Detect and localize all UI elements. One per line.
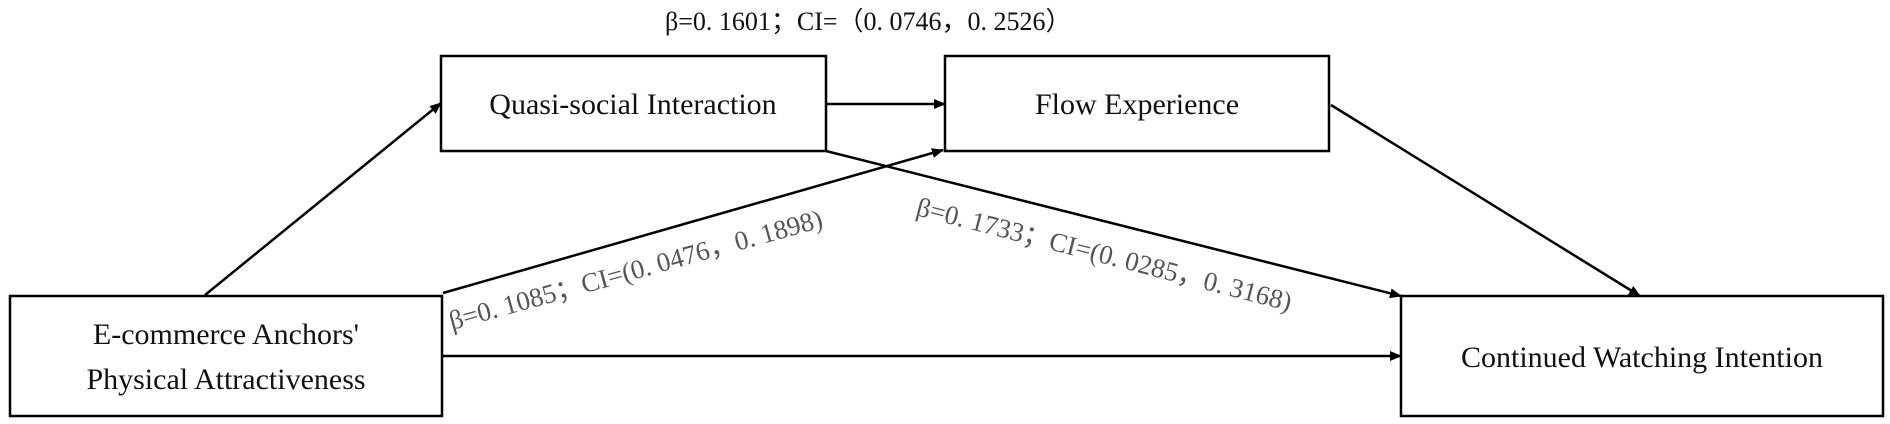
continued-watching-intention-label: Continued Watching Intention	[1461, 341, 1823, 374]
top-coefficient-label: β=0. 1601；CI=（0. 0746，0. 2526）	[665, 7, 1072, 36]
physical-attractiveness-label-line1: E-commerce Anchors'	[93, 318, 359, 351]
box-continued-watching-intention	[1399, 294, 1885, 418]
arrow-attractiveness-to-quasi	[204, 102, 442, 296]
physical-attractiveness-label-line2: Physical Attractiveness	[86, 363, 365, 396]
flow-path-coefficient-label: β=0. 1085；CI=(0. 0476，0. 1898)	[446, 204, 826, 336]
arrow-flow-to-continued	[1330, 103, 1641, 298]
flow-experience-label: Flow Experience	[1035, 88, 1239, 121]
arrow-quasi-to-continued	[825, 149, 1402, 299]
box-physical-attractiveness	[8, 294, 444, 418]
quasi-social-interaction-label: Quasi-social Interaction	[489, 88, 776, 121]
box-flow-experience	[943, 54, 1331, 153]
arrow-attractiveness-to-flow	[442, 148, 944, 295]
box-quasi-social-interaction	[439, 54, 828, 153]
